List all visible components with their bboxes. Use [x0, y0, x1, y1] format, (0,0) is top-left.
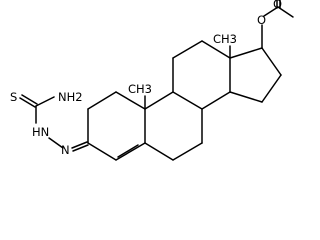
bond-c12-c13: [201, 40, 231, 59]
carbonyl-oxygen-label: O: [273, 0, 282, 11]
bond-c10-c9: [144, 91, 174, 110]
bond-c15-c14: [229, 91, 263, 103]
bond-c13-c17: [229, 47, 263, 59]
bond-n-c3-double-b: [72, 144, 89, 152]
bond-c11-c12: [172, 40, 203, 59]
bond-o-carbonyl-c: [263, 6, 279, 17]
atom-labels: S NH2 HN N CH3 CH3 O O: [10, 0, 282, 157]
hydrazine-nh-label: HN: [32, 125, 49, 139]
bond-c-nh2: [35, 96, 55, 107]
bond-c2-c1: [87, 91, 117, 110]
bond-c7-c6: [172, 142, 203, 161]
bond-c4-c5-double: [117, 144, 139, 158]
imine-n-label: N: [61, 143, 70, 157]
c13-methyl-label: CH3: [213, 32, 237, 46]
amine-label: NH2: [58, 90, 83, 104]
bond-c14-c8: [201, 91, 231, 110]
bond-c9-c8: [172, 91, 203, 110]
bond-carbonyl-c-methyl: [277, 6, 294, 18]
bond-c-s-double-b: [21, 94, 38, 105]
bond-c17-c16: [261, 47, 282, 76]
bond-nh-n: [48, 137, 64, 149]
bond-c4-c3: [87, 142, 117, 161]
bond-lines: [19, 0, 294, 161]
bond-c-s-double-a: [19, 97, 36, 108]
bond-c5-c4: [115, 142, 146, 161]
steroid-thiosemicarbazone-structure: S NH2 HN N CH3 CH3 O O: [10, 0, 294, 161]
ester-oxygen-label: O: [257, 13, 266, 27]
c10-methyl-label: CH3: [128, 82, 152, 96]
bond-n-c3-double-a: [71, 141, 88, 149]
sulfur-label: S: [10, 90, 17, 104]
bond-c1-c10: [115, 91, 146, 110]
bond-c6-c5: [144, 142, 174, 161]
bond-c16-c15: [261, 74, 282, 103]
